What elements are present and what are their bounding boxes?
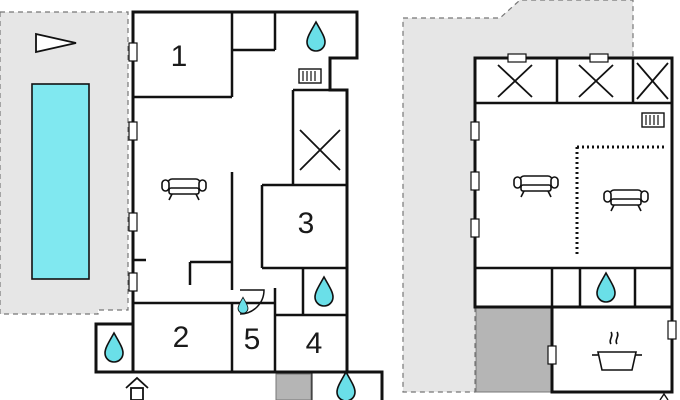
- corner-marker: [659, 392, 669, 400]
- bed-cross-icon: [299, 129, 341, 171]
- room-number-4: 4: [306, 327, 323, 360]
- radiator-icon: [298, 68, 322, 84]
- swimming-pool: [31, 83, 90, 280]
- bed-cross-icon: [578, 64, 614, 98]
- house-entrance-icon: [125, 376, 149, 400]
- interior-walls: [133, 12, 347, 372]
- radiator-icon: [641, 112, 665, 128]
- room-number-2: 2: [173, 321, 190, 354]
- right-house-outline: [473, 56, 674, 309]
- room-number-5: 5: [244, 323, 261, 356]
- windows-right: [470, 53, 677, 365]
- north-arrow-icon: [35, 32, 77, 54]
- windows-left: [128, 42, 138, 292]
- room-number-3: 3: [298, 207, 315, 240]
- bed-cross-icon: [636, 62, 669, 100]
- kitchen: [550, 305, 674, 394]
- right-interior-walls: [475, 58, 672, 307]
- shed-grey: [475, 306, 553, 393]
- house-outline: [131, 10, 359, 374]
- right-terrace-area: [402, 0, 634, 393]
- bed-cross-icon: [497, 64, 533, 98]
- dotted-partition: [575, 145, 665, 255]
- shed-grey: [275, 373, 312, 400]
- room-number-1: 1: [171, 40, 188, 73]
- door-swing: [239, 289, 265, 315]
- cooking-pot-icon: [592, 331, 642, 371]
